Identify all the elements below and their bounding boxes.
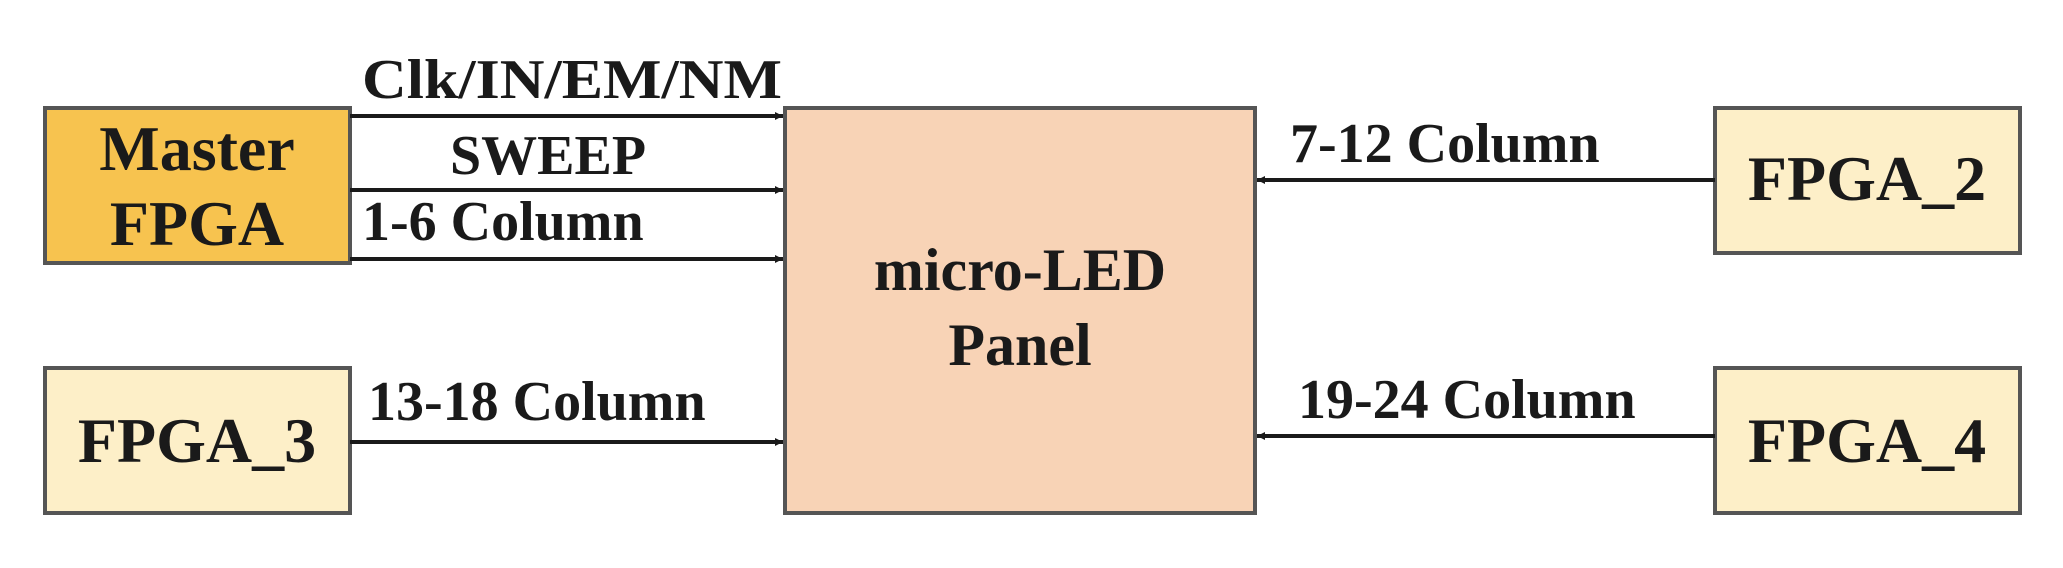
fpga2-box (1713, 106, 2022, 255)
micro-led-panel-label-line2: Panel (948, 312, 1091, 378)
master-cols-label: 1-6 Column (362, 191, 644, 253)
fpga3-label: FPGA_3 (78, 405, 316, 476)
master-fpga-label-line1: Master (99, 113, 294, 184)
fpga3-box (43, 366, 352, 515)
master-clk-connection: Clk/IN/EM/NM (350, 49, 783, 120)
master-fpga-box (43, 106, 352, 265)
master-clk-label: Clk/IN/EM/NM (362, 49, 782, 111)
micro-led-panel-label-line1: micro-LED (874, 237, 1166, 303)
fpga4-box (1713, 366, 2022, 515)
fpga2-cols-label: 7-12 Column (1290, 113, 1600, 175)
master-fpga-label-line2: FPGA (110, 188, 284, 259)
fpga4-block: FPGA_4 (1713, 366, 2022, 515)
micro-led-panel-block: micro-LED Panel (783, 106, 1257, 515)
master-sweep-connection: SWEEP (350, 125, 783, 194)
fpga4-label: FPGA_4 (1748, 405, 1986, 476)
fpga2-block: FPGA_2 (1713, 106, 2022, 255)
fpga3-cols-connection: 13-18 Column (350, 371, 783, 446)
fpga3-block: FPGA_3 (43, 366, 352, 515)
master-cols-connection: 1-6 Column (350, 191, 783, 263)
master-sweep-label: SWEEP (450, 125, 646, 187)
fpga2-cols-connection: 7-12 Column (1257, 113, 1715, 184)
fpga4-cols-label: 19-24 Column (1298, 369, 1636, 431)
fpga3-cols-label: 13-18 Column (368, 371, 706, 433)
master-fpga-block: Master FPGA (43, 106, 352, 265)
fpga2-label: FPGA_2 (1748, 143, 1986, 214)
micro-led-panel-box (783, 106, 1257, 515)
fpga4-cols-connection: 19-24 Column (1257, 369, 1715, 440)
